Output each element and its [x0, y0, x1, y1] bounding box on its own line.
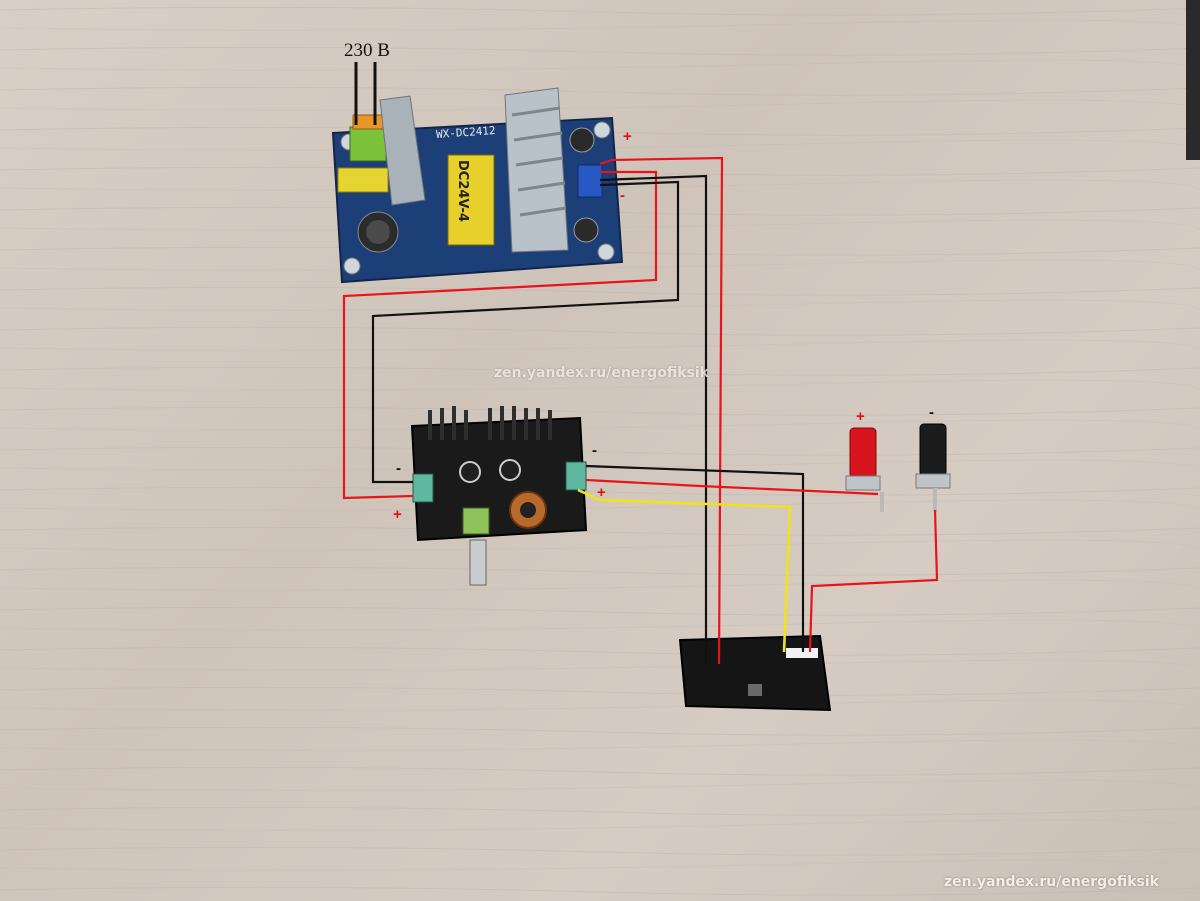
psu-plus-label: +	[623, 128, 632, 145]
psu-transformer-marking: DC24V-4	[455, 160, 470, 222]
psu-minus-label: -	[620, 187, 625, 204]
wire-psu-plus-to-buck	[342, 170, 658, 500]
wires	[342, 156, 939, 665]
buck-in-minus-label: -	[396, 460, 401, 477]
watermark-center: zen.yandex.ru/energofiksik	[494, 365, 709, 381]
buck-converter	[410, 406, 588, 586]
terminal-black	[915, 423, 951, 512]
wire-yellow	[577, 488, 792, 653]
terminal-red	[845, 427, 884, 512]
terminal-black-minus-label: -	[929, 404, 934, 421]
psu-heatsink	[504, 87, 569, 253]
terminal-red-plus-label: +	[856, 408, 865, 425]
buck-in-plus-label: +	[393, 506, 402, 523]
wire-buck-out-plus	[585, 478, 879, 496]
buck-output-terminal	[565, 461, 587, 491]
buck-out-minus-label: -	[592, 442, 597, 459]
wire-terminal-to-meter	[808, 509, 939, 653]
wire-buck-out-minus	[585, 464, 805, 652]
buck-out-plus-label: +	[597, 484, 606, 501]
wire-psu-minus-to-buck	[371, 180, 680, 484]
edge-object	[1186, 0, 1200, 160]
wire-psu-minus-to-meter	[599, 174, 708, 664]
watermark-corner: zen.yandex.ru/energofiksik	[944, 874, 1159, 890]
buck-input-terminal	[412, 473, 434, 503]
input-voltage-label: 230 В	[344, 40, 390, 61]
voltage-adjust-knob[interactable]	[469, 539, 487, 586]
ac-input-terminal	[349, 126, 387, 162]
psu-output-terminal	[577, 164, 603, 198]
wire-psu-plus-to-meter	[599, 156, 724, 665]
panel-meter	[678, 634, 832, 712]
